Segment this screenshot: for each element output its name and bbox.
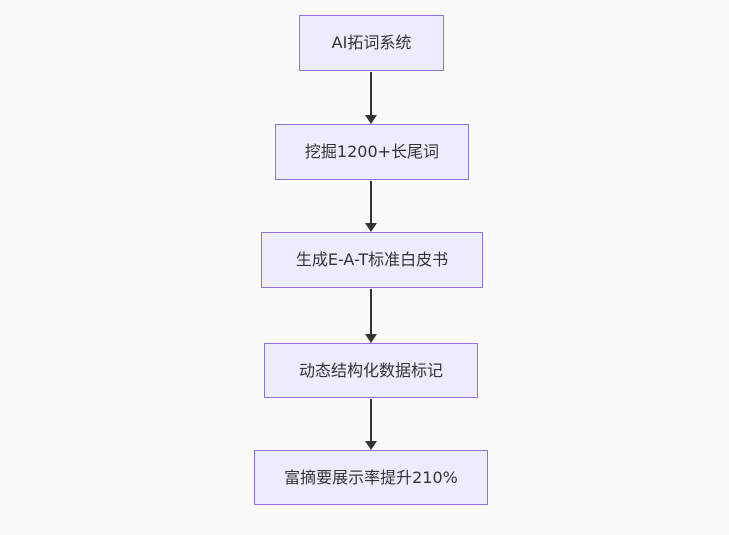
flow-node-label: AI拓词系统 (331, 33, 412, 53)
arrowhead-down-icon (365, 441, 377, 450)
flow-arrow-2 (365, 181, 377, 232)
flow-node-label: 生成E-A-T标准白皮书 (295, 250, 449, 270)
flow-node-label: 动态结构化数据标记 (298, 360, 443, 380)
flow-node-rich-snippet-rate: 富摘要展示率提升210% (254, 450, 488, 505)
arrow-line (370, 72, 372, 116)
arrowhead-down-icon (365, 334, 377, 343)
arrowhead-down-icon (365, 223, 377, 232)
flow-node-label: 挖掘1200+长尾词 (304, 142, 440, 162)
flow-arrow-1 (365, 72, 377, 124)
flow-arrow-3 (365, 289, 377, 343)
flow-node-ai-keyword-system: AI拓词系统 (299, 15, 444, 71)
arrow-line (370, 399, 372, 442)
flow-node-label: 富摘要展示率提升210% (284, 467, 458, 487)
flow-node-structured-data: 动态结构化数据标记 (264, 343, 478, 398)
flow-node-eat-whitepaper: 生成E-A-T标准白皮书 (261, 232, 483, 288)
flow-node-longtail-mining: 挖掘1200+长尾词 (275, 124, 469, 180)
flow-arrow-4 (365, 399, 377, 450)
arrow-line (370, 181, 372, 224)
arrow-line (370, 289, 372, 335)
arrowhead-down-icon (365, 115, 377, 124)
